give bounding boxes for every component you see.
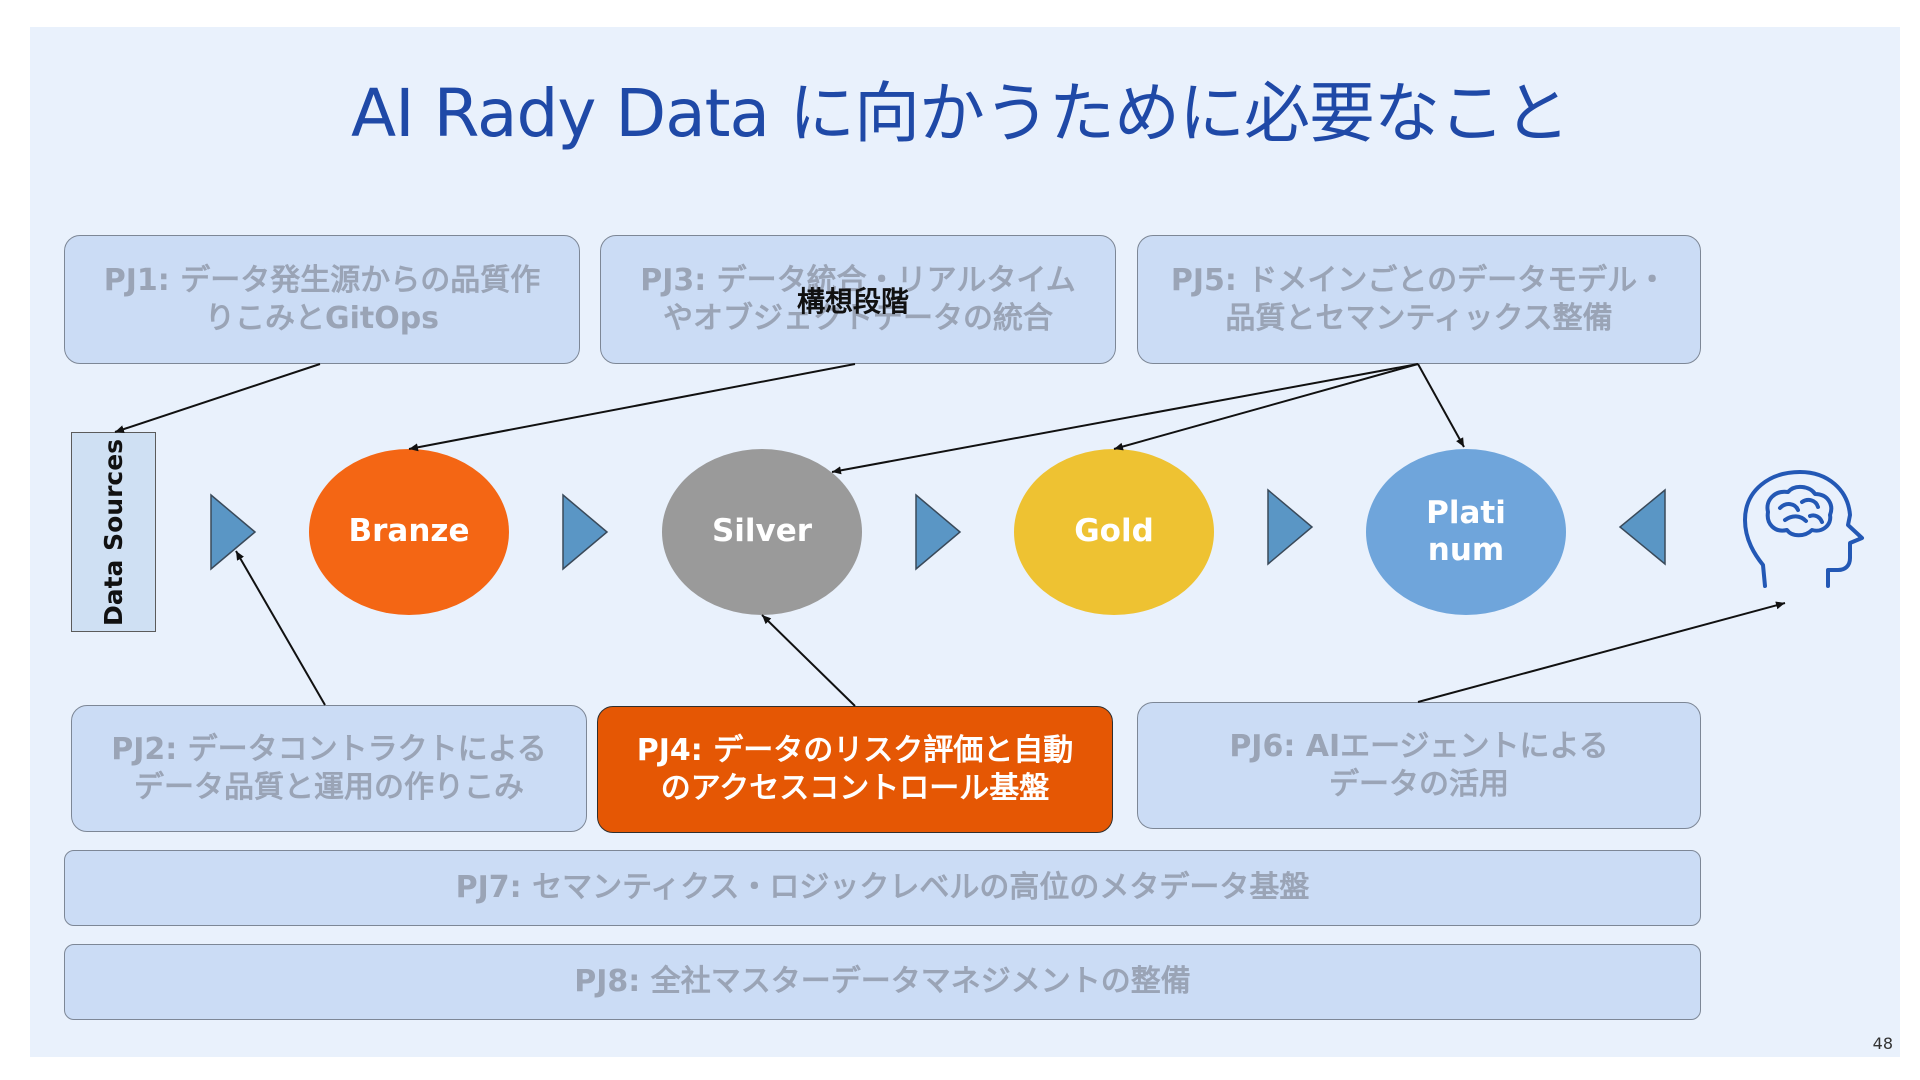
play-triangle-icon xyxy=(210,493,257,571)
project-pj8[interactable]: PJ8: 全社マスターデータマネジメントの整備 xyxy=(64,944,1701,1020)
page-number: 48 xyxy=(1872,1034,1893,1053)
stage-platinum-label: Plati num xyxy=(1426,494,1506,568)
play-triangle-icon xyxy=(562,493,609,571)
project-pj5-label: PJ5: ドメインごとのデータモデル・ 品質とセマンティックス整備 xyxy=(1170,263,1668,336)
arrow-pj1-datasources xyxy=(114,363,321,433)
stage-gold-label: Gold xyxy=(1074,513,1154,550)
project-pj4[interactable]: PJ4: データのリスク評価と自動 のアクセスコントロール基盤 xyxy=(597,706,1113,833)
project-pj3[interactable]: PJ3: データ統合・リアルタイム やオブジェクトデータの統合 xyxy=(600,235,1116,364)
arrow-pj3-bronze xyxy=(408,363,856,452)
brain-head-icon xyxy=(1743,470,1864,588)
project-pj8-label: PJ8: 全社マスターデータマネジメントの整備 xyxy=(574,964,1191,1000)
data-sources-box: Data Sources xyxy=(71,432,156,632)
play-triangle-icon xyxy=(1267,488,1314,566)
project-pj5[interactable]: PJ5: ドメインごとのデータモデル・ 品質とセマンティックス整備 xyxy=(1137,235,1701,364)
stage-label: 構想段階 xyxy=(797,285,910,318)
play-triangle-icon xyxy=(1618,488,1666,566)
arrow-pj5-silver xyxy=(831,363,1419,475)
arrow-pj5-platinum xyxy=(1417,363,1465,448)
arrow-pj2-triangle xyxy=(235,550,326,706)
project-pj1-label: PJ1: データ発生源からの品質作 りこみとGitOps xyxy=(103,263,541,336)
project-pj1[interactable]: PJ1: データ発生源からの品質作 りこみとGitOps xyxy=(64,235,580,364)
project-pj2[interactable]: PJ2: データコントラクトによる データ品質と運用の作りこみ xyxy=(71,705,587,832)
project-pj2-label: PJ2: データコントラクトによる データ品質と運用の作りこみ xyxy=(111,732,547,805)
play-triangle-icon xyxy=(915,493,962,571)
project-pj7-label: PJ7: セマンティクス・ロジックレベルの高位のメタデータ基盤 xyxy=(455,870,1310,906)
arrow-pj4-silver xyxy=(761,614,856,707)
stage-bronze-label: Branze xyxy=(348,513,470,550)
arrow-pj5-gold xyxy=(1113,363,1419,451)
page-title: AI Rady Data に向かうために必要なこと xyxy=(351,75,1570,152)
project-pj4-label: PJ4: データのリスク評価と自動 のアクセスコントロール基盤 xyxy=(636,733,1074,806)
stage-silver: Silver xyxy=(662,449,862,615)
project-pj6[interactable]: PJ6: AIエージェントによる データの活用 xyxy=(1137,702,1701,829)
stage-platinum: Plati num xyxy=(1366,449,1566,615)
stage-gold: Gold xyxy=(1014,449,1214,615)
stage-silver-label: Silver xyxy=(711,513,813,550)
project-pj6-label: PJ6: AIエージェントによる データの活用 xyxy=(1229,729,1609,802)
project-pj7[interactable]: PJ7: セマンティクス・ロジックレベルの高位のメタデータ基盤 xyxy=(64,850,1701,926)
project-pj3-label: PJ3: データ統合・リアルタイム やオブジェクトデータの統合 xyxy=(640,263,1076,336)
arrow-pj6-brain xyxy=(1417,601,1786,703)
stage-bronze: Branze xyxy=(309,449,509,615)
